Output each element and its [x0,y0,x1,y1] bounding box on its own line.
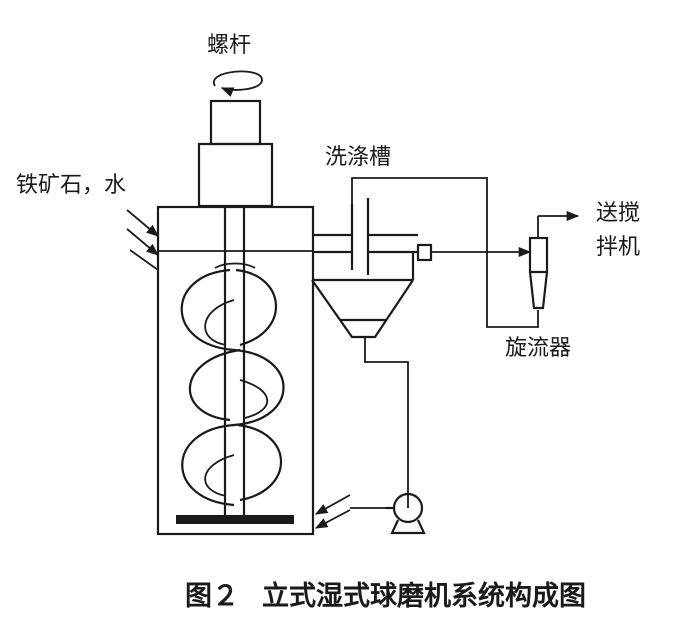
label-screw: 螺杆 [207,33,252,58]
figure-number: 图２ [185,581,239,612]
label-to-mixer-line2: 拌机 [596,235,641,260]
label-cyclone: 旋流器 [505,336,572,361]
grinding-media-bed [176,515,294,524]
mill-vessel [156,205,315,536]
overflow-pipe [313,233,352,254]
pump-icon [386,492,426,535]
cyclone-unit [528,210,580,310]
label-wash-tank: 洗涤槽 [325,145,392,170]
gearbox-box [197,142,274,208]
helical-screw [180,262,285,507]
return-line [314,337,409,529]
label-ore-water: 铁矿石，水 [16,173,127,198]
feed-arrows [126,209,159,271]
motor-box [209,99,262,146]
label-to-mixer-line1: 送搅 [596,201,641,226]
rotation-arrow-icon [212,70,263,97]
wash-tank [311,198,433,339]
figure-title: 立式湿式球磨机系统构成图 [262,581,586,612]
